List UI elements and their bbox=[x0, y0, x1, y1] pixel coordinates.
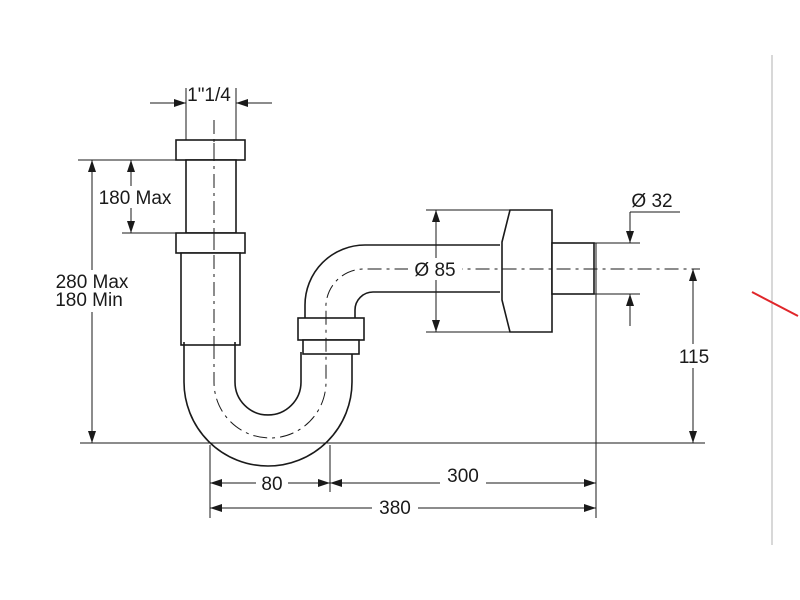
center-lines bbox=[213, 120, 700, 439]
label-top-diameter: 1"1/4 bbox=[187, 85, 231, 106]
dim-top-diameter bbox=[150, 88, 272, 140]
label-width-left: 80 bbox=[261, 474, 282, 495]
wall-flange bbox=[501, 209, 595, 333]
outlet-pipe bbox=[304, 244, 500, 318]
red-mark bbox=[751, 291, 799, 317]
label-width-right: 300 bbox=[447, 466, 479, 487]
label-total-min: 180 Min bbox=[55, 290, 123, 311]
u-bend bbox=[183, 342, 353, 467]
dim-outlet-diameter bbox=[594, 211, 680, 326]
label-pipe-diameter: Ø 85 bbox=[414, 260, 455, 281]
label-width-total: 380 bbox=[379, 498, 411, 519]
label-outlet-diameter: Ø 32 bbox=[631, 191, 672, 212]
union-nut bbox=[297, 317, 365, 355]
label-total-max: 280 Max bbox=[56, 272, 129, 293]
tailpiece bbox=[175, 139, 246, 346]
label-inner-max: 180 Max bbox=[99, 188, 172, 209]
label-height-right: 115 bbox=[679, 347, 709, 368]
bottom-extension-lines bbox=[209, 243, 597, 518]
